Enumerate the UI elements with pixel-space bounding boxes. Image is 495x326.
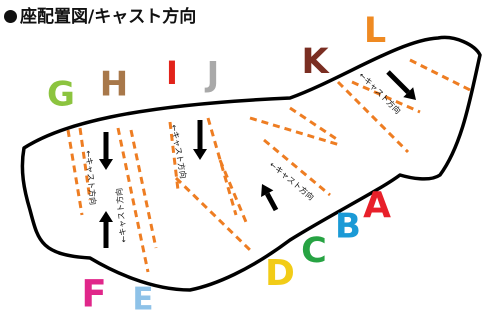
- cast-direction-arrow-icon: [99, 211, 113, 248]
- section-divider-line: [129, 129, 158, 249]
- cast-direction-arrows: [99, 70, 416, 248]
- cast-direction-label: ←キャスト方向: [268, 159, 316, 202]
- zone-letter-b: B: [335, 207, 361, 247]
- zone-letter-k: K: [301, 42, 330, 82]
- section-divider-line: [336, 80, 410, 154]
- title: 座配置図/キャスト方向: [4, 2, 196, 27]
- zone-letter-c: C: [301, 231, 327, 271]
- cast-direction-label: ←キャスト方向: [114, 188, 129, 243]
- section-divider-line: [249, 116, 341, 147]
- section-divider-line: [263, 138, 331, 197]
- section-dividers: [66, 58, 471, 273]
- zone-letter-j: J: [205, 55, 220, 95]
- section-divider-line: [351, 80, 421, 114]
- section-divider-line: [409, 58, 471, 92]
- section-divider-line: [174, 176, 252, 252]
- cast-direction-arrow-icon: [261, 184, 279, 212]
- zone-letter-e: E: [132, 282, 153, 318]
- cast-direction-arrow-icon: [386, 70, 416, 100]
- venue-outline: [20, 35, 482, 292]
- title-text: 座配置図/キャスト方向: [20, 7, 197, 27]
- zone-letter-g: G: [47, 75, 75, 115]
- zone-letter-h: H: [100, 65, 128, 105]
- section-divider-line: [78, 127, 92, 201]
- bullet-dot-icon: [4, 10, 17, 23]
- zone-letter-f: F: [81, 273, 106, 316]
- cast-direction-arrow-icon: [99, 132, 113, 170]
- cast-direction-arrow-icon: [193, 120, 207, 160]
- zone-letter-l: L: [364, 11, 386, 51]
- section-divider-line: [289, 106, 339, 142]
- section-divider-line: [116, 127, 150, 273]
- zone-letter-d: D: [265, 253, 295, 294]
- section-divider-line: [66, 129, 84, 216]
- cast-direction-label: ←キャスト方向: [84, 150, 99, 205]
- zone-letter-i: I: [166, 54, 178, 92]
- zone-letter-a: A: [363, 185, 391, 226]
